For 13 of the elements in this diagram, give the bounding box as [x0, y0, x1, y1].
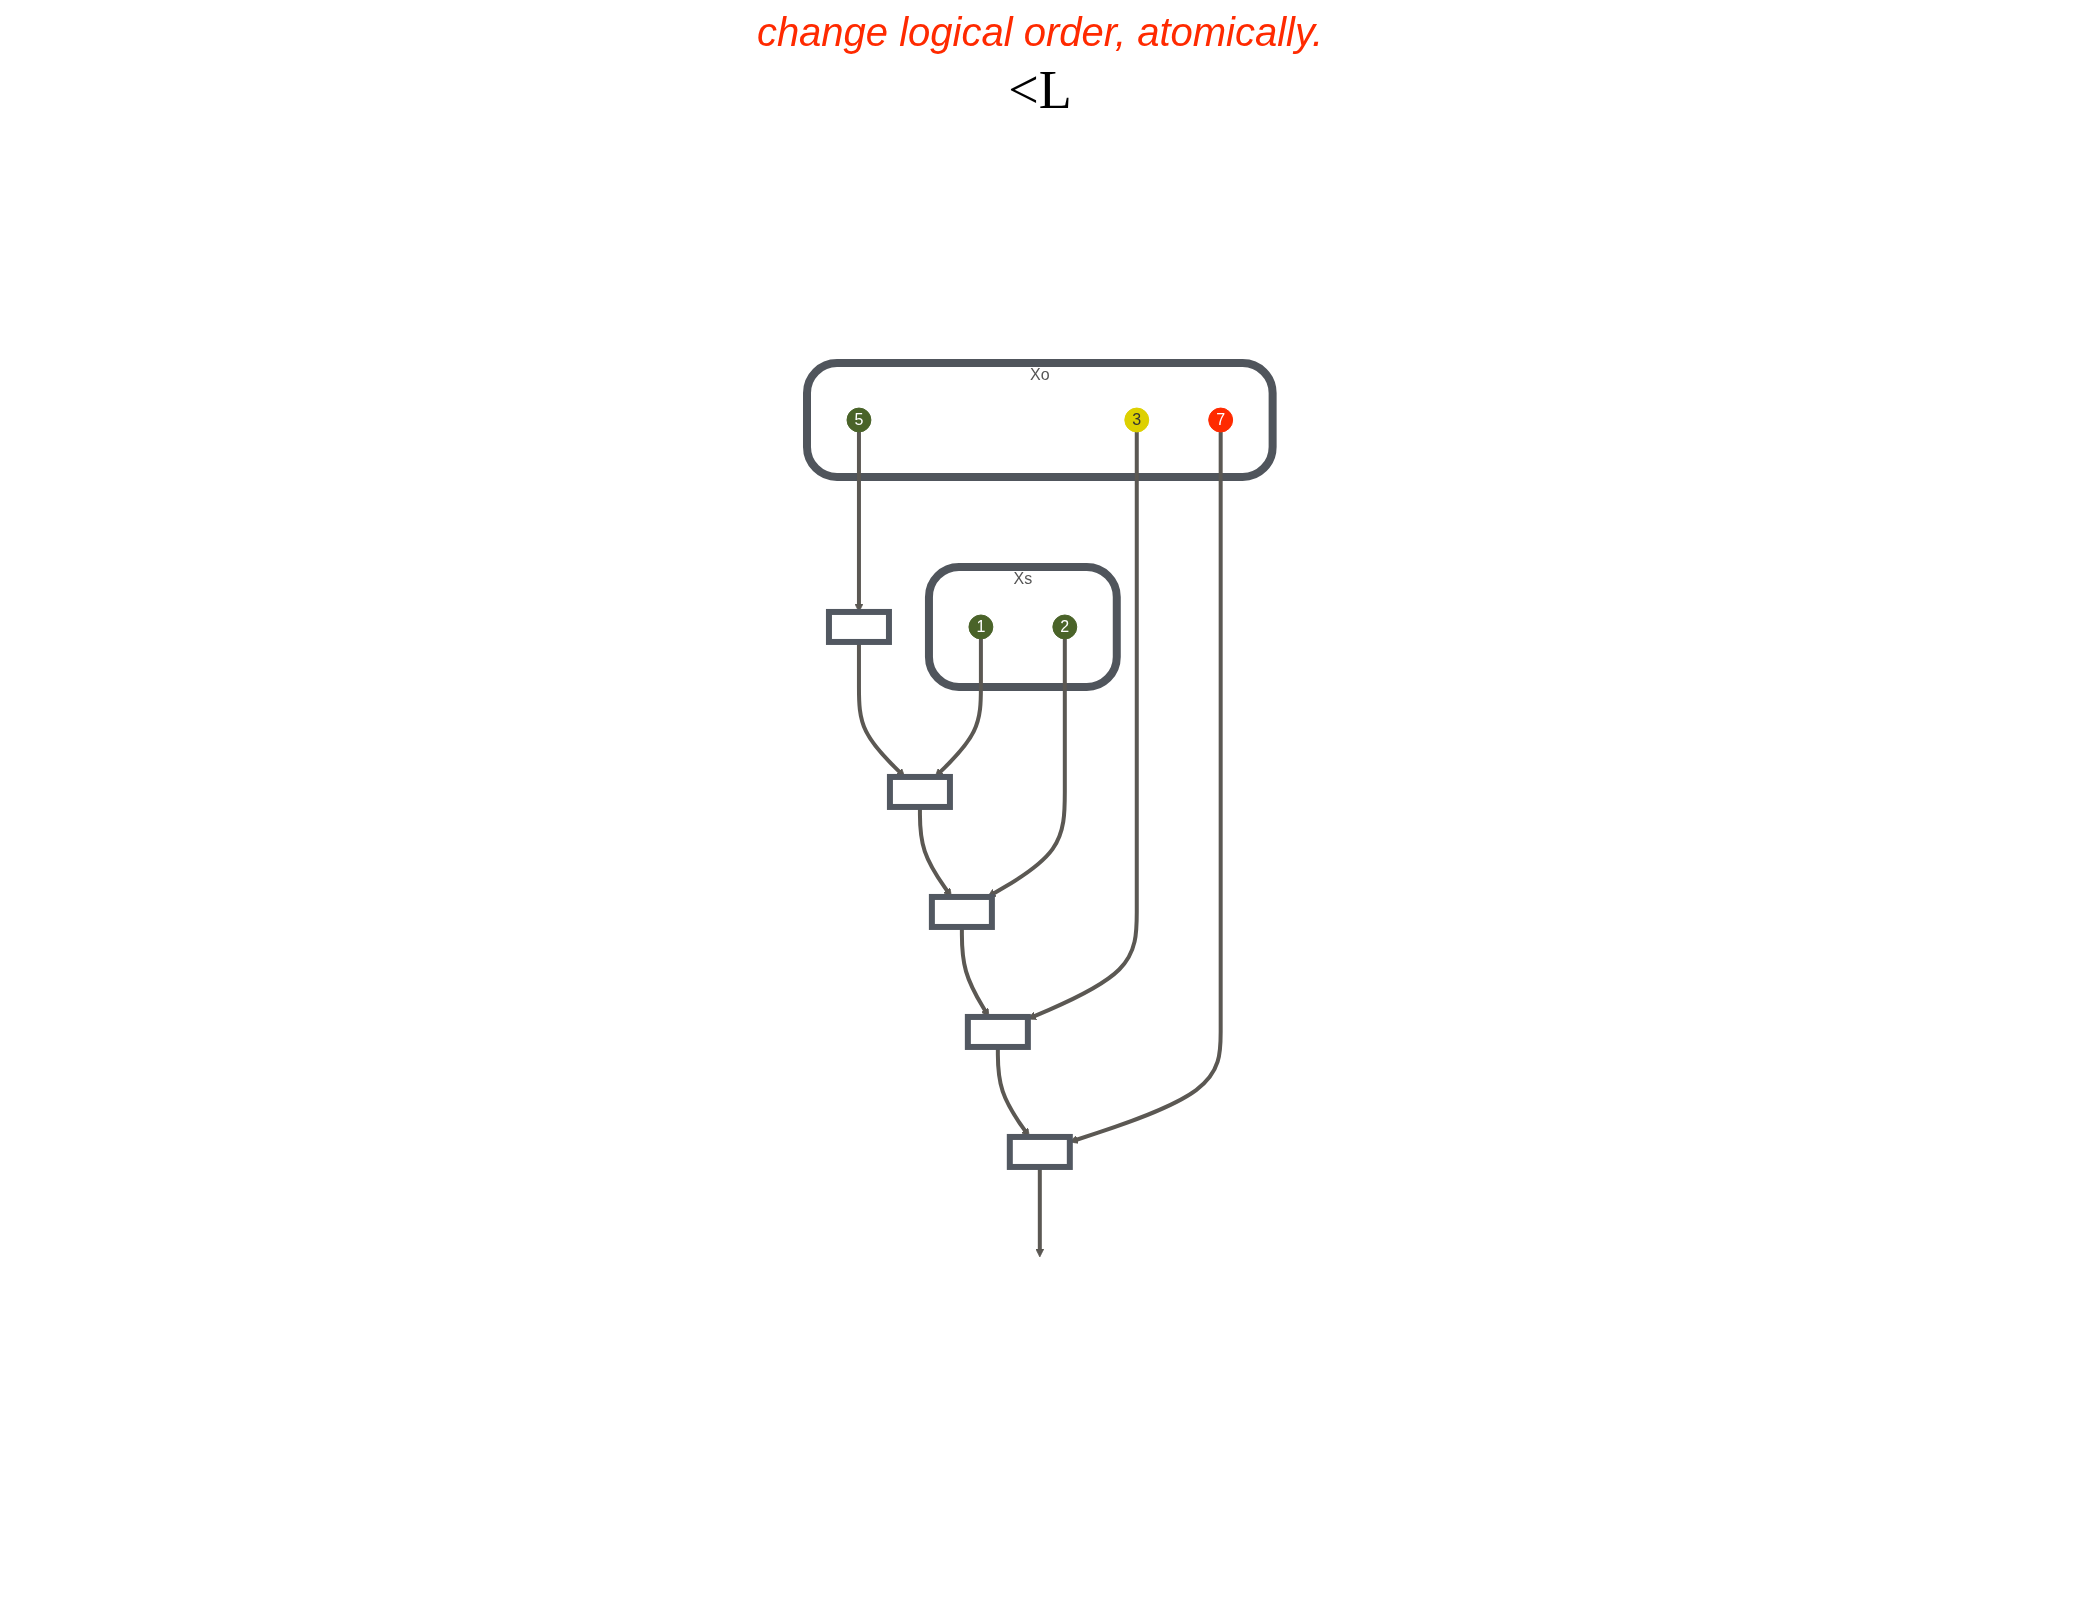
node-box — [887, 773, 954, 810]
title: change logical order, atomically. — [755, 10, 1325, 55]
node-box — [965, 1013, 1032, 1050]
node-circle: 1 — [968, 614, 994, 640]
node-circle: 7 — [1208, 407, 1234, 433]
node-circle: 3 — [1124, 407, 1150, 433]
node-box — [929, 893, 996, 930]
arrow — [987, 638, 1067, 898]
node-box — [1007, 1133, 1073, 1170]
node-box — [826, 608, 893, 645]
node-circle: 2 — [1052, 614, 1078, 640]
order-symbol: <L — [1008, 60, 1072, 120]
node-circle: 5 — [846, 407, 872, 433]
